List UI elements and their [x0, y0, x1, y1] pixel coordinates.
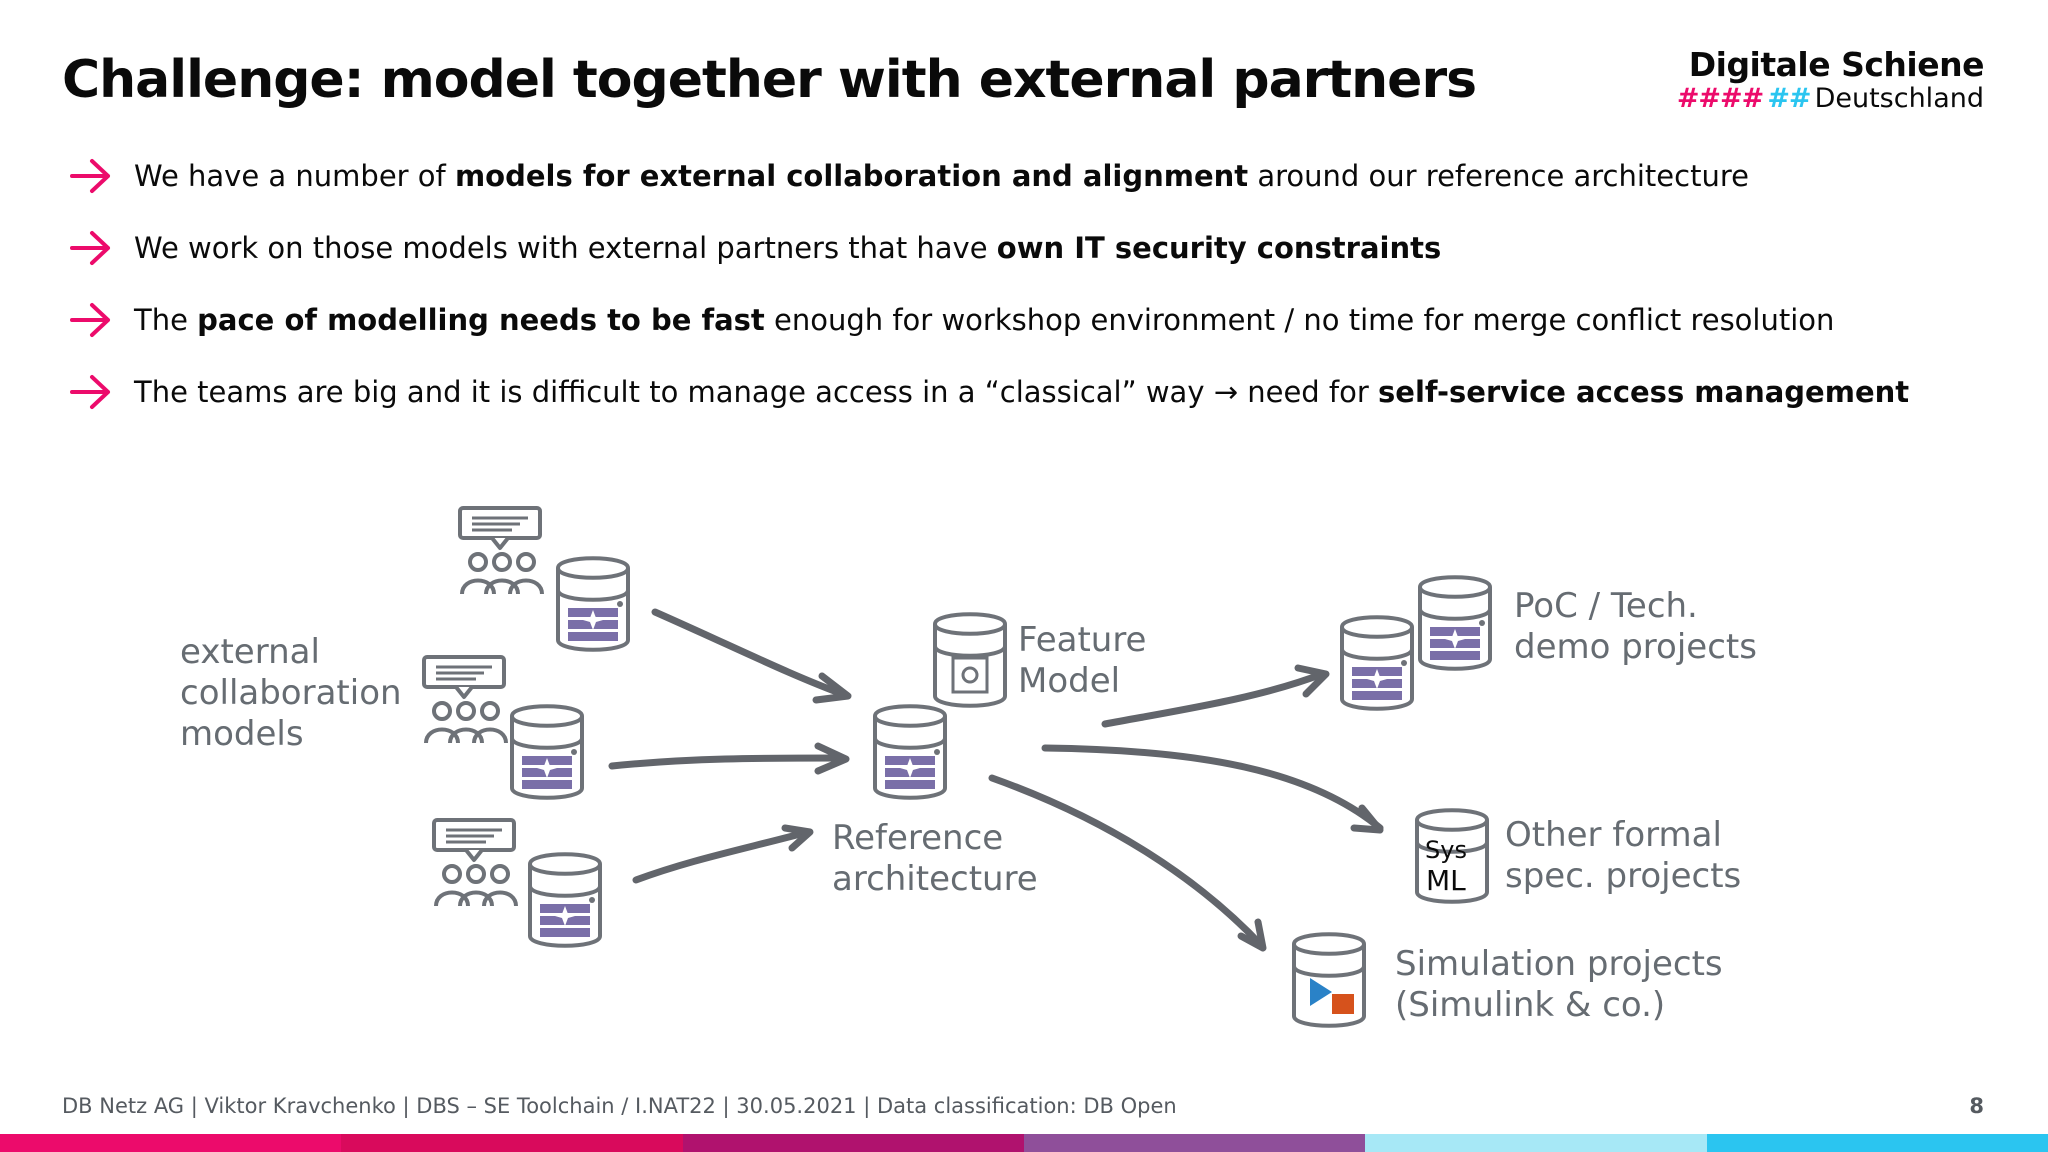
brand-color-bar: [0, 1134, 2048, 1152]
arrow-right-icon: [70, 231, 110, 265]
color-bar-segment: [682, 1134, 1024, 1152]
simulation-projects-label: Simulation projects(Simulink & co.): [1395, 944, 1723, 1025]
bullet-item: We have a number of models for external …: [68, 140, 1909, 212]
reference-architecture-database-icon: [873, 704, 947, 800]
bullet-item: The teams are big and it is difficult to…: [68, 356, 1909, 428]
page-number: 8: [1969, 1094, 1984, 1118]
bullet-text: We have a number of models for external …: [134, 159, 1749, 193]
arrow-right-icon: [70, 159, 110, 193]
logo-hash-pink: ####: [1676, 83, 1764, 114]
bullet-text: The teams are big and it is difficult to…: [134, 375, 1910, 409]
sysml-top-label: Sys: [1425, 836, 1467, 864]
slide-title: Challenge: model together with external …: [62, 50, 1477, 110]
arrow-right-icon: [70, 303, 110, 337]
poc-projects-label: PoC / Tech.demo projects: [1514, 586, 1757, 667]
bullet-list: We have a number of models for external …: [68, 140, 1909, 428]
database-icon: [1418, 575, 1492, 671]
bullet-item: We work on those models with external pa…: [68, 212, 1909, 284]
color-bar-segment: [341, 1134, 683, 1152]
footer-text: DB Netz AG | Viktor Kravchenko | DBS – S…: [62, 1094, 1177, 1118]
logo-line2: Deutschland: [1814, 83, 1984, 114]
bullet-item: The pace of modelling needs to be fast e…: [68, 284, 1909, 356]
database-icon: [528, 852, 602, 948]
feature-model-database-icon: [933, 612, 1007, 708]
color-bar-segment: [1365, 1134, 1707, 1152]
database-icon: [510, 704, 584, 800]
logo-hash-blue: ##: [1767, 83, 1811, 114]
database-icon: [1340, 615, 1414, 711]
architecture-diagram: Sys ML: [422, 506, 1492, 1028]
people-chat-icon: [432, 818, 518, 908]
logo-line2-row: ######Deutschland: [1677, 83, 1984, 114]
digitale-schiene-logo: Digitale Schiene ######Deutschland: [1677, 45, 1985, 114]
color-bar-segment: [1023, 1134, 1366, 1152]
bullet-text: We work on those models with external pa…: [134, 231, 1442, 265]
people-chat-icon: [458, 506, 544, 596]
database-icon: [556, 556, 630, 652]
color-bar-segment: [0, 1134, 342, 1152]
color-bar-segment: [1706, 1134, 2048, 1152]
bullet-text: The pace of modelling needs to be fast e…: [134, 303, 1835, 337]
simulink-database-icon: [1292, 932, 1366, 1028]
sysml-bottom-label: ML: [1426, 864, 1466, 897]
flow-arrows: [608, 608, 1384, 952]
arrow-right-icon: [70, 375, 110, 409]
people-chat-icon: [422, 655, 508, 745]
logo-line1: Digitale Schiene: [1688, 45, 1985, 84]
